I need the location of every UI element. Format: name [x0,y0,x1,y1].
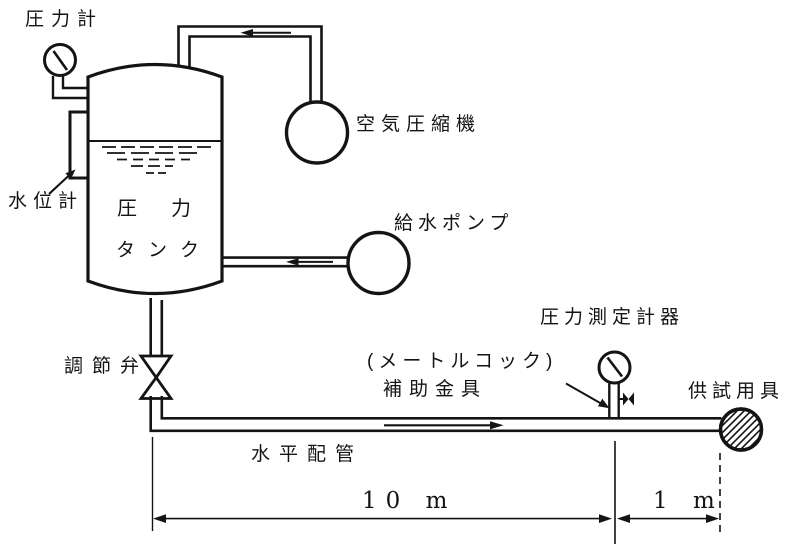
gauge-needle [52,50,69,71]
measuring-gauge [597,350,632,385]
water-level-gauge-label: 水位計 [8,190,83,212]
compressor-pipe [177,25,323,103]
meter-cock [618,392,634,406]
pressure-gauge [43,43,77,77]
horizontal-pipe [149,396,722,433]
dimension-10m-label: 10 m [362,488,456,514]
feed-water-pump [346,230,411,296]
horizontal-piping-label: 水平配管 [251,443,363,465]
compressor-pipe-flow-arrow [240,29,291,37]
water-level-gauge-arrow [48,169,76,195]
control-valve-label: 調節弁 [64,355,148,377]
gauge-needle [606,356,624,378]
dimension-10m [153,514,612,523]
air-compressor [284,100,350,165]
auxiliary-fitting-label: 補助金具 [383,378,487,400]
water-surface-waves [102,146,214,174]
horizontal-pipe-flow-arrow [384,421,504,430]
dimension-1m-label: 1 m [653,488,724,514]
pump-pipe-flow-arrow [286,258,333,266]
pressure-gauge-label: 圧力計 [25,8,103,30]
tank-label-line1: 圧力 [117,197,225,220]
test-specimen-label: 供試用具 [688,380,784,402]
dimension-extension-lines [151,437,721,544]
tank-label-line2: タンク [116,239,212,261]
control-valve [138,354,174,400]
meter-cock-label: (メートルコック) [367,350,557,372]
measuring-gauge-stem [608,383,620,419]
meter-cock-arrow [565,382,610,409]
feed-water-pump-label: 給水ポンプ [394,212,513,234]
tank-outlet-pipe [149,298,164,356]
water-level-gauge [68,110,90,180]
dimension-1m [617,514,719,523]
pressure-measuring-instrument-label: 圧力測定計器 [540,306,684,328]
test-specimen [718,407,764,452]
pressure-tank [86,62,224,296]
air-compressor-label: 空気圧縮機 [356,113,481,135]
pressure-gauge-pipe [51,76,88,100]
pump-pipe [223,256,350,268]
